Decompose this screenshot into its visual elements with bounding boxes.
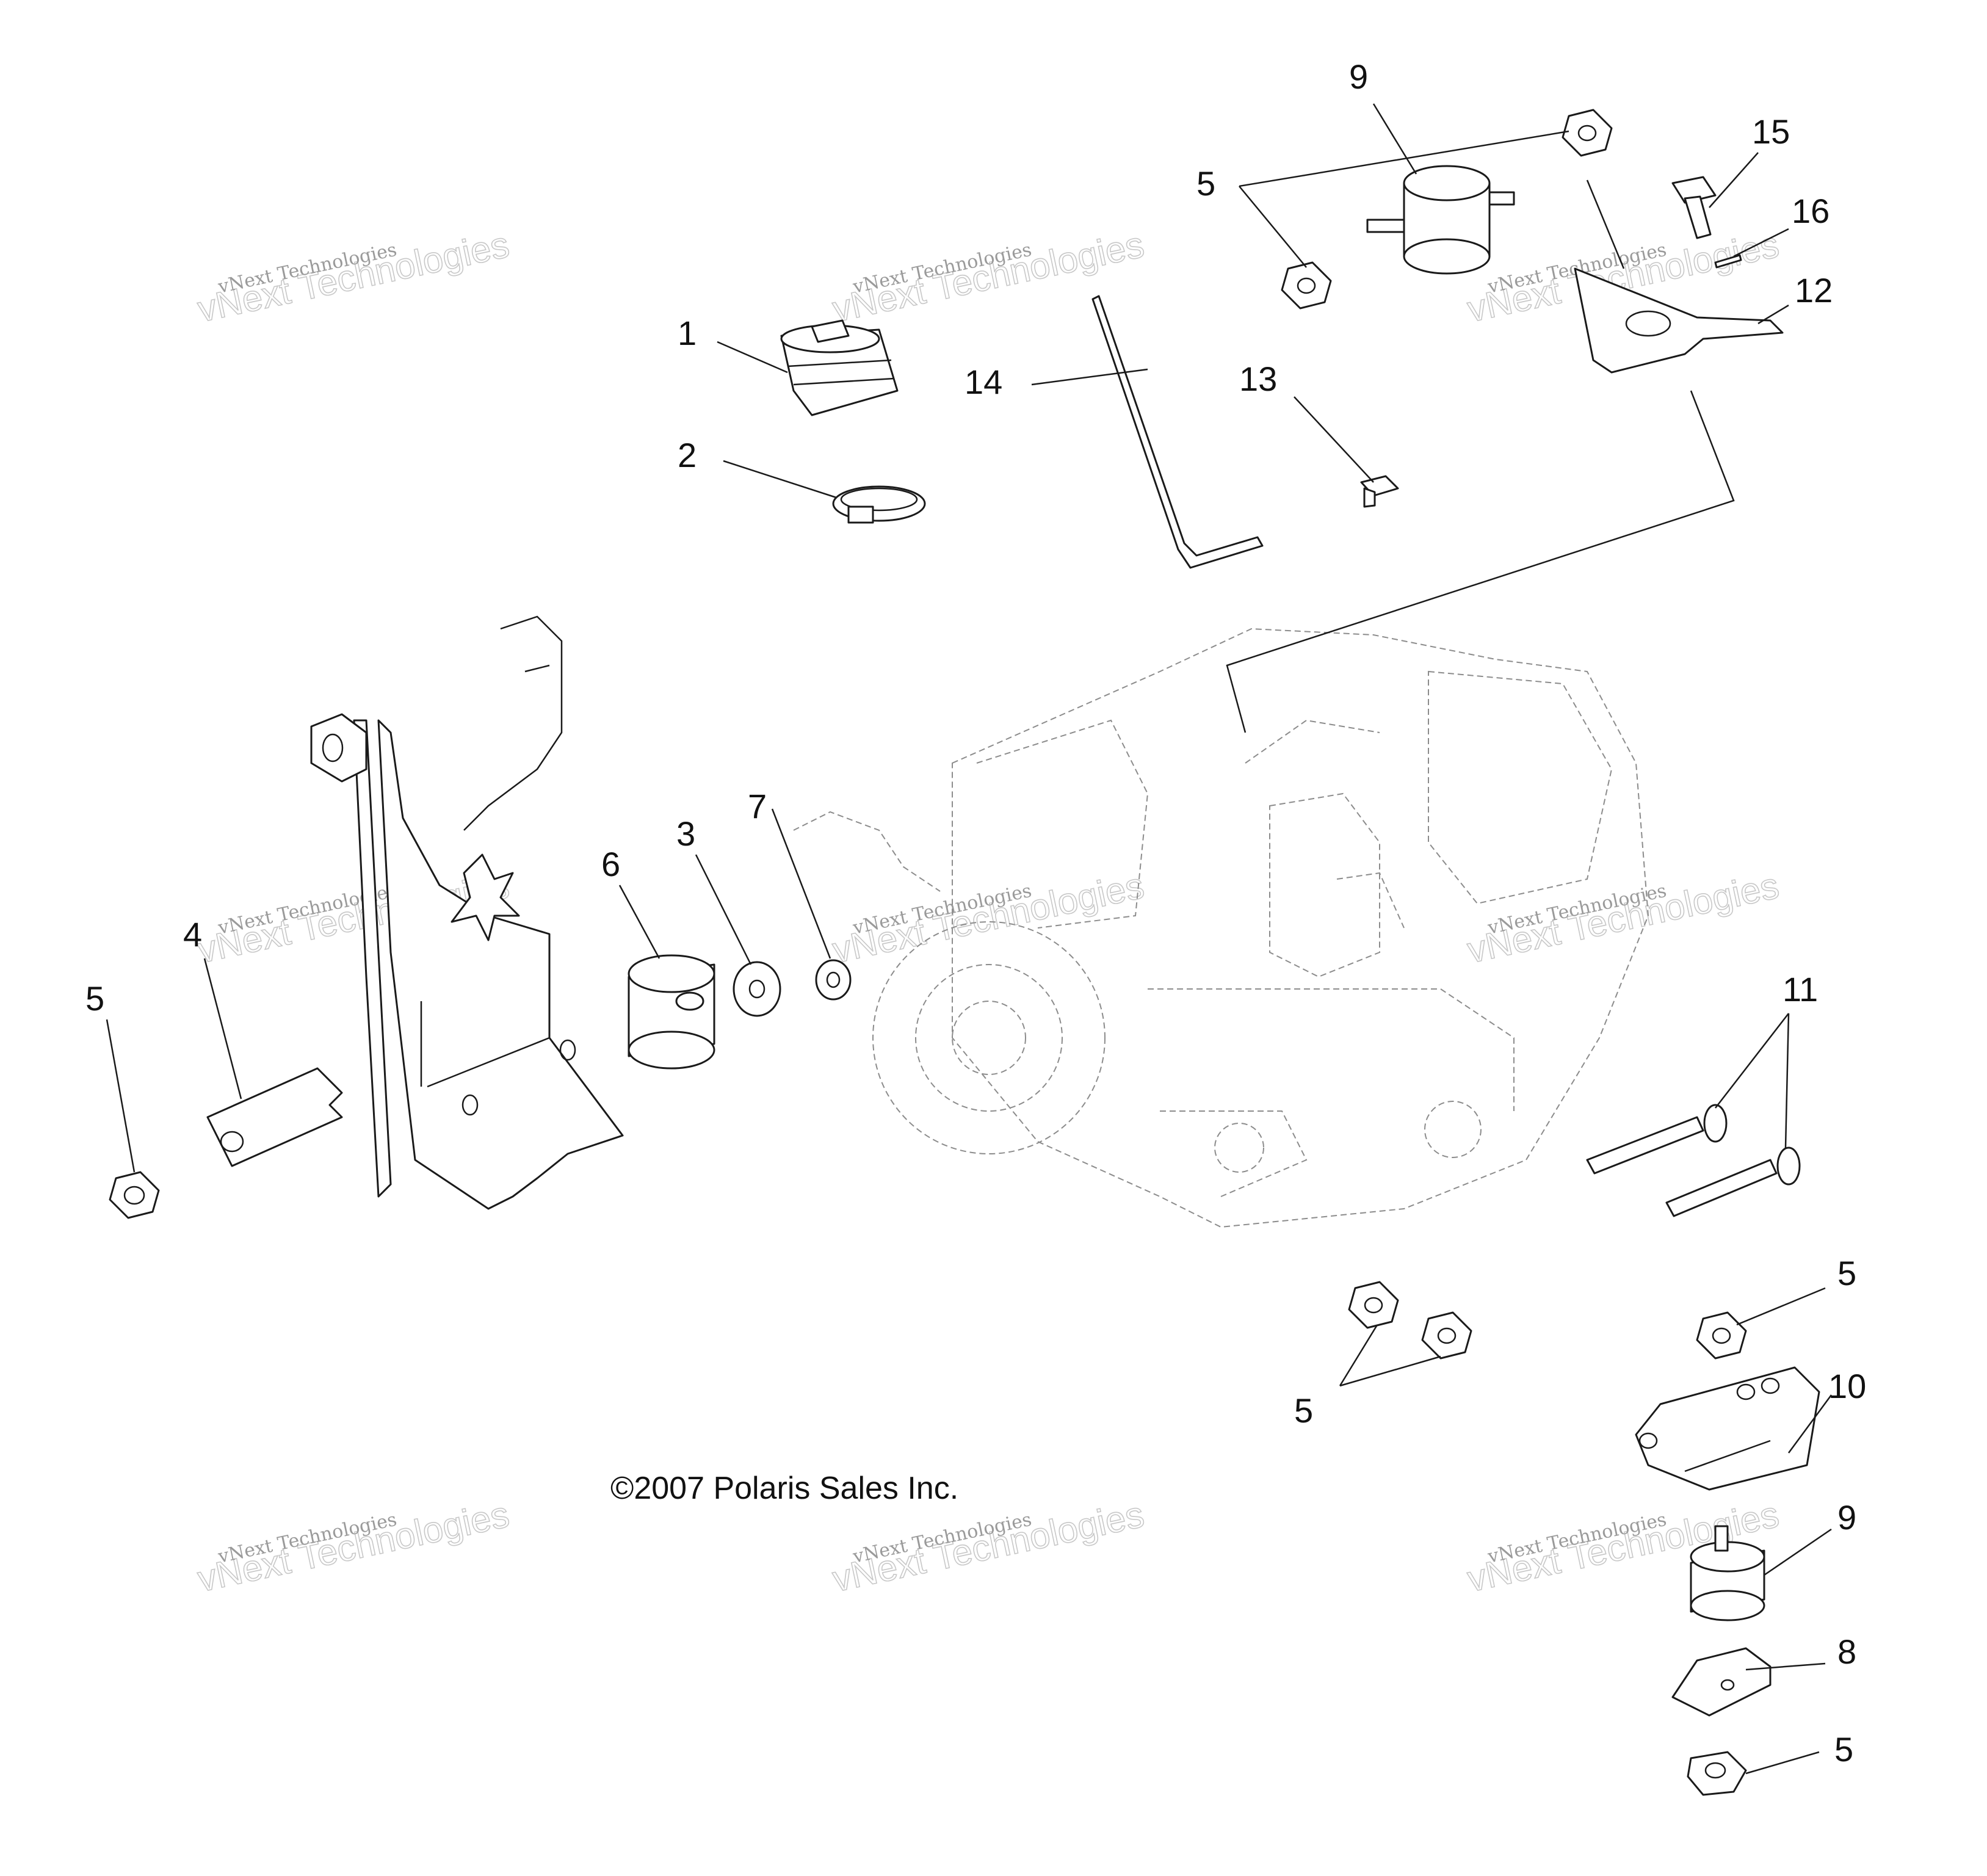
- part-3-washer: [733, 961, 781, 1017]
- watermark: vNext Technologies vNext Technologies: [828, 864, 1148, 971]
- callout-11: 11: [1783, 970, 1818, 1009]
- callout-5-right: 5: [1837, 1254, 1856, 1292]
- callout-labels: 1 2 3 4 5 5 5 5 5 6 7 8 9 9 10 11 12 13 …: [85, 57, 1866, 1769]
- part-8-cup: [1671, 1647, 1772, 1717]
- part-16-pin: [1714, 254, 1742, 269]
- part-7-washer: [815, 959, 852, 1001]
- callout-12: 12: [1795, 271, 1833, 310]
- copyright-text: ©2007 Polaris Sales Inc.: [610, 1471, 958, 1506]
- part-5-nut-bottom-a: [1348, 1281, 1399, 1329]
- callout-8: 8: [1837, 1632, 1856, 1671]
- callout-10: 10: [1828, 1367, 1866, 1405]
- watermark: vNext Technologies vNext Technologies: [194, 1493, 513, 1600]
- watermark: vNext Technologies vNext Technologies: [1463, 864, 1783, 971]
- part-2-hose-clamp: [832, 485, 926, 524]
- part-5-nut-top-right: [1562, 109, 1613, 157]
- engine-ghost: [793, 628, 1649, 1228]
- callout-13: 13: [1239, 360, 1277, 398]
- callout-7: 7: [748, 787, 767, 825]
- part-15-bolt: [1671, 176, 1717, 239]
- watermark: vNext Technologies vNext Technologies: [194, 223, 513, 330]
- callout-5-bottom: 5: [1834, 1730, 1853, 1769]
- part-6-bushing: [628, 954, 715, 1070]
- callout-9-bottom: 9: [1837, 1498, 1856, 1537]
- part-5-nut-bottom-b: [1421, 1311, 1472, 1360]
- part-1-intake-boot: [780, 319, 899, 416]
- part-13-bolt: [1360, 475, 1399, 508]
- callout-5-left: 5: [85, 979, 104, 1018]
- leader-lines: [106, 103, 1833, 1775]
- leader-12-to-engine: [1226, 390, 1735, 733]
- frame-bracket: [310, 615, 624, 1210]
- callout-5-top: 5: [1196, 164, 1215, 203]
- callout-6: 6: [601, 845, 620, 883]
- part-9-rubber-mount-top: [1366, 165, 1515, 275]
- part-5-nut-left: [109, 1171, 160, 1219]
- part-9-rubber-mount-bottom: [1690, 1525, 1765, 1621]
- callout-1: 1: [678, 314, 697, 352]
- part-11-bolt-a: [1586, 1104, 1728, 1175]
- part-10-bracket: [1635, 1366, 1820, 1491]
- callout-2: 2: [678, 436, 697, 474]
- part-14-rod: [1091, 295, 1264, 569]
- part-12-bracket: [1574, 267, 1784, 374]
- callout-3: 3: [676, 814, 695, 853]
- part-5-nut-bottom: [1687, 1751, 1747, 1796]
- callout-15: 15: [1752, 112, 1790, 151]
- part-5-nut-right: [1696, 1311, 1747, 1360]
- part-11-bolt-b: [1665, 1146, 1801, 1217]
- part-5-nut-top-left: [1281, 261, 1332, 310]
- callout-16: 16: [1792, 192, 1830, 230]
- callout-5-bottom-middle: 5: [1294, 1391, 1313, 1430]
- callout-14: 14: [965, 363, 1002, 401]
- callout-4: 4: [183, 915, 202, 954]
- callout-9-top: 9: [1349, 57, 1368, 96]
- part-4-strap: [206, 1067, 343, 1167]
